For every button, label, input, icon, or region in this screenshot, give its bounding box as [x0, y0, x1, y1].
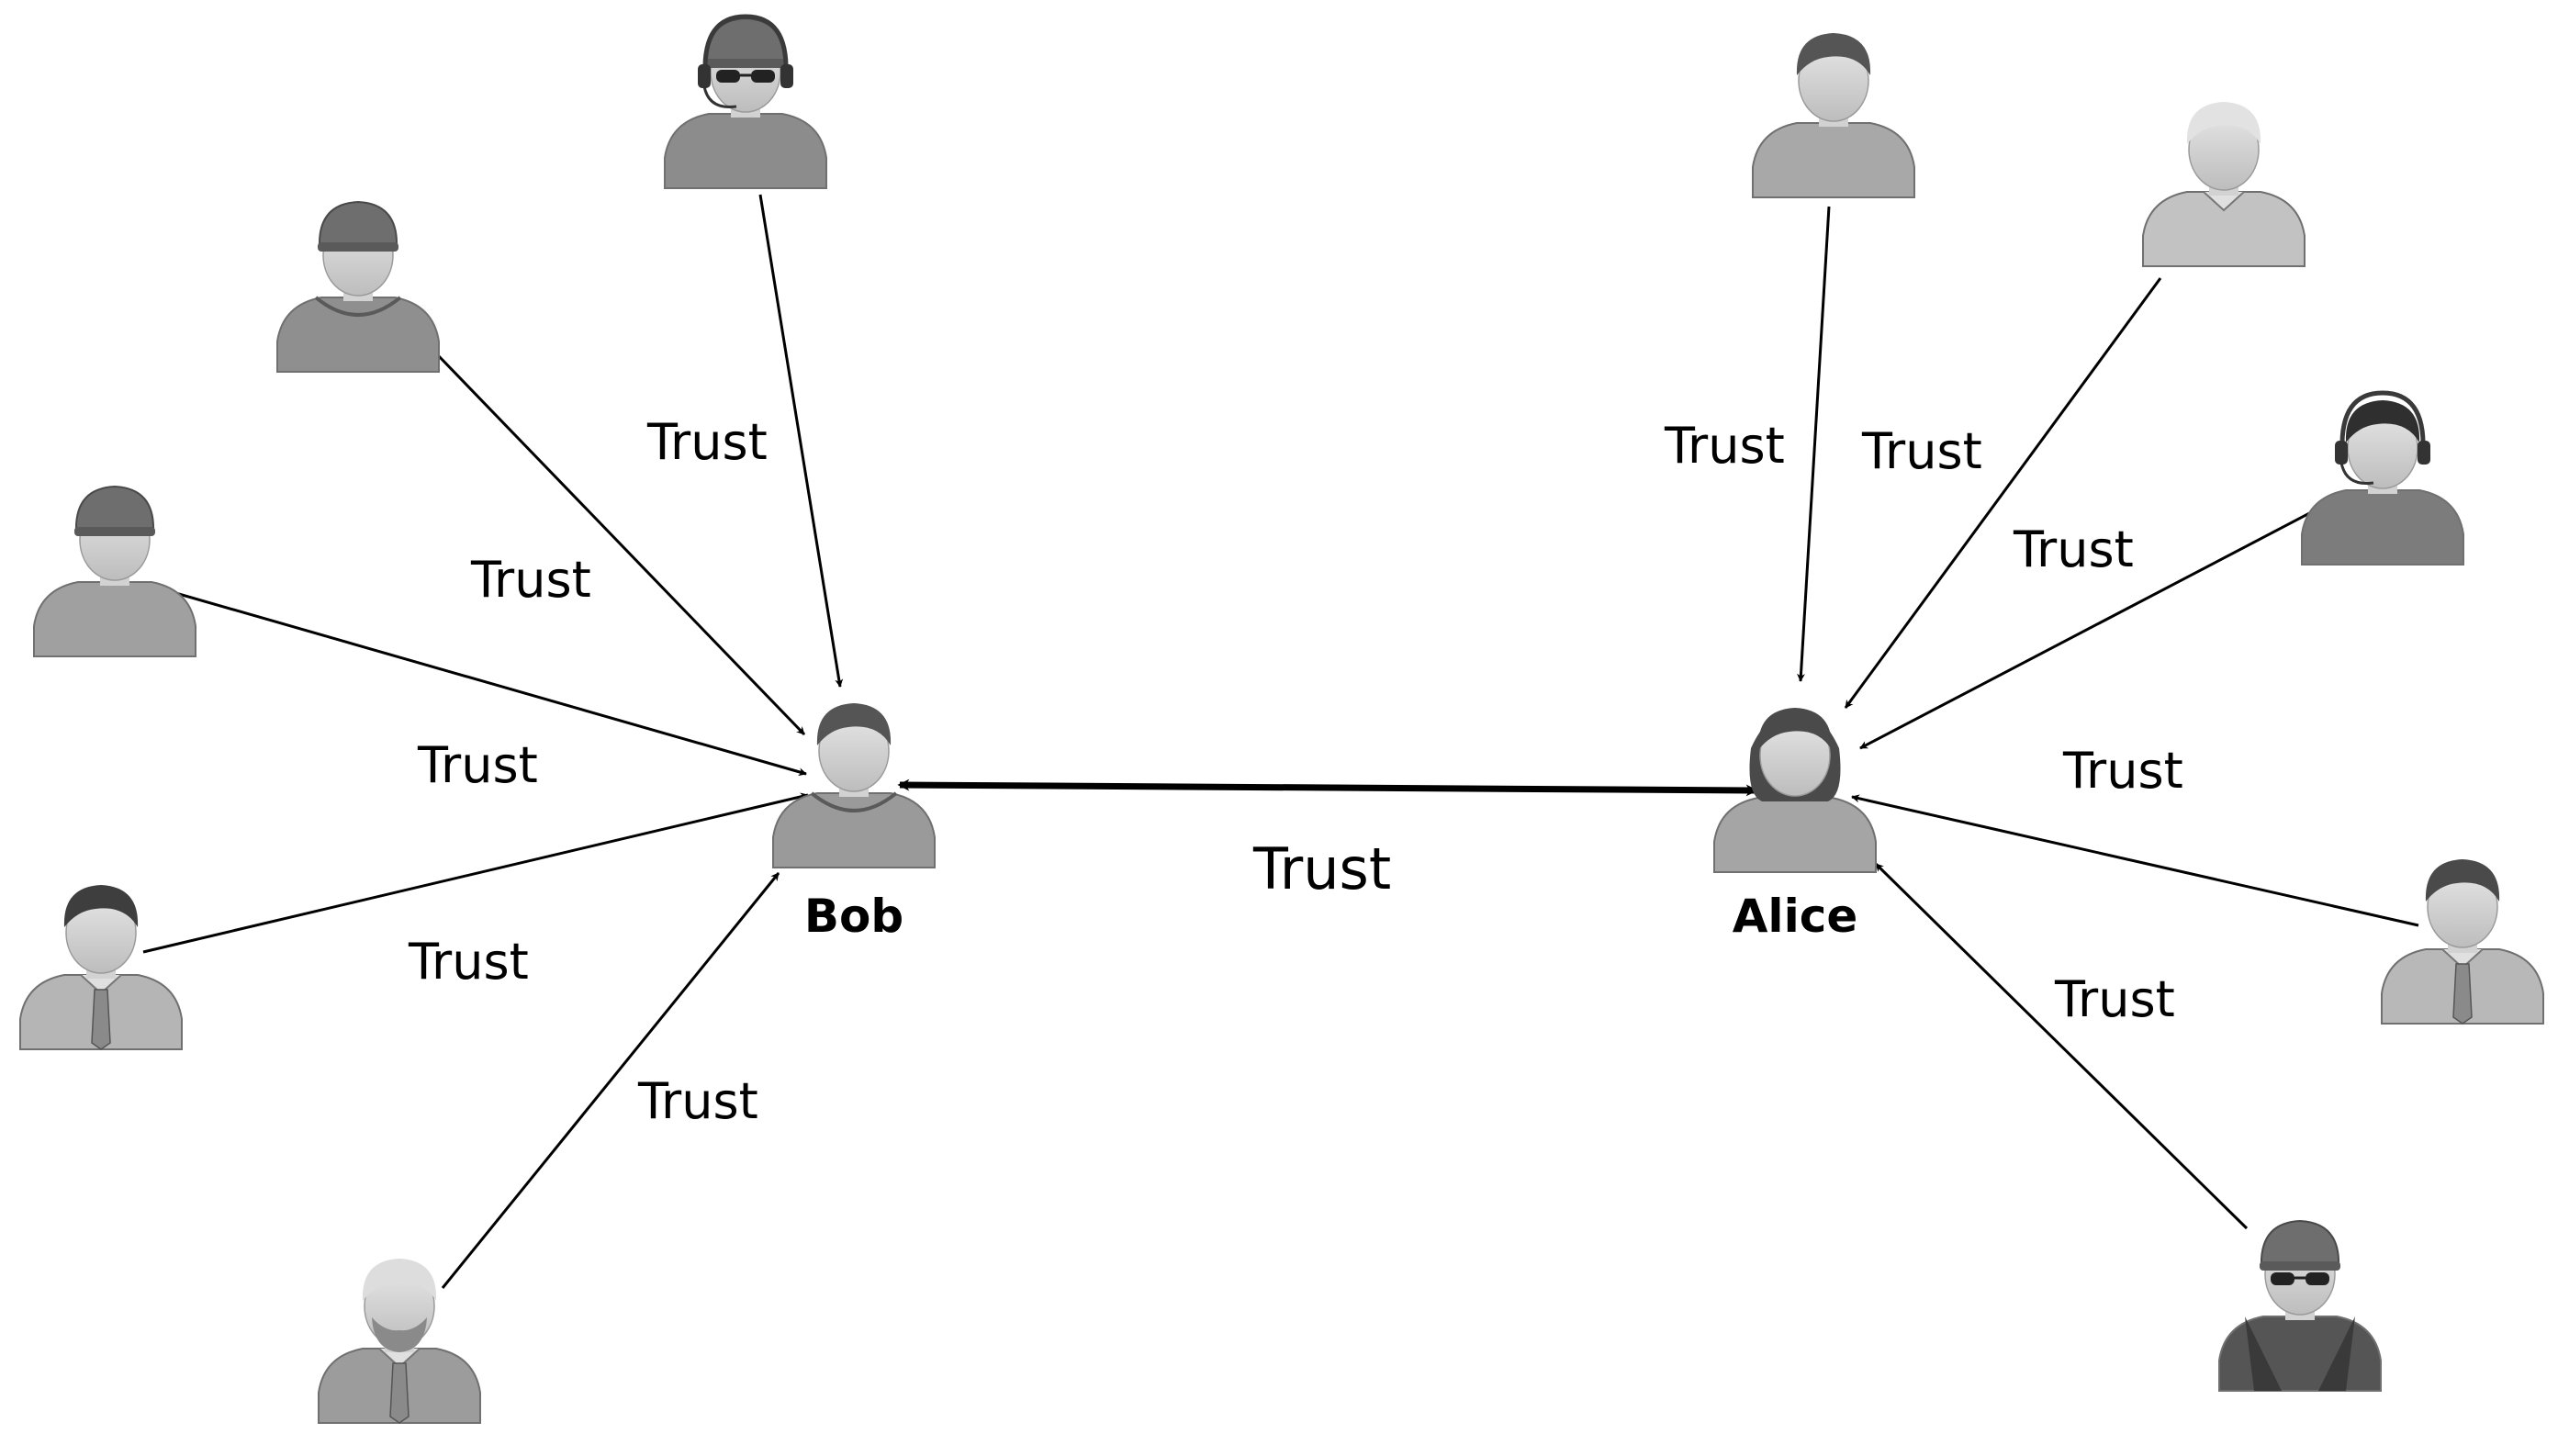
edge-truster-5-to-bob — [441, 872, 780, 1289]
sunglasses-left-icon — [2271, 1272, 2294, 1285]
tie-icon — [2452, 963, 2473, 1025]
avatar-truster-5[interactable] — [318, 1259, 481, 1424]
avatar-truster-8[interactable] — [2301, 390, 2464, 566]
person-body-icon — [276, 297, 440, 373]
name-label-bob: Bob — [804, 890, 903, 943]
hood-icon — [810, 791, 898, 812]
headset-earpiece-icon — [780, 64, 793, 88]
edge-truster-6-to-alice — [1796, 206, 1831, 682]
sunglasses-left-icon — [716, 70, 740, 83]
avatar-truster-6[interactable] — [1752, 33, 1915, 198]
avatar-alice[interactable] — [1713, 708, 1877, 873]
person-body-icon — [1752, 122, 1915, 198]
avatar-truster-9[interactable] — [2381, 859, 2544, 1025]
sunglasses-right-icon — [2306, 1272, 2329, 1285]
edge-bob-alice-mutual — [897, 778, 1758, 797]
edge-truster-10-to-alice — [1874, 862, 2249, 1230]
edge-label-t1-bob: Trust — [646, 413, 768, 471]
hair-icon — [1796, 33, 1871, 75]
edge-truster-1-to-bob — [758, 194, 844, 688]
hat-icon — [318, 200, 398, 249]
sunglasses-right-icon — [751, 70, 775, 83]
tie-icon — [91, 989, 111, 1050]
headset-mic-icon — [702, 85, 737, 109]
avatar-truster-10[interactable] — [2218, 1219, 2382, 1392]
avatar-truster-7[interactable] — [2142, 102, 2306, 267]
hair-icon — [2425, 859, 2500, 902]
headset-band-icon — [702, 14, 789, 74]
hat-icon — [2260, 1219, 2340, 1268]
avatar-bob[interactable] — [772, 703, 936, 868]
person-body-icon — [1713, 797, 1877, 873]
name-label-alice: Alice — [1733, 890, 1858, 943]
edge-truster-3-to-bob — [146, 583, 807, 777]
headset-band-icon — [2339, 390, 2426, 451]
person-body-icon — [2142, 191, 2306, 267]
hair-icon — [816, 703, 892, 745]
headset-earpiece-icon — [698, 64, 711, 88]
edge-label-t9-alice: Trust — [2062, 742, 2183, 800]
collar-icon — [2203, 191, 2245, 212]
headset-mic-icon — [2339, 462, 2374, 486]
people — [19, 14, 2544, 1424]
edge-label-t3-bob: Trust — [417, 736, 538, 794]
hat-brim-icon — [705, 59, 786, 68]
hair-icon — [362, 1259, 437, 1301]
hair-icon — [2186, 102, 2261, 144]
person-body-icon — [2301, 489, 2464, 566]
hat-icon — [74, 485, 155, 533]
avatar-truster-2[interactable] — [276, 200, 440, 373]
hat-brim-icon — [318, 242, 398, 252]
hair-icon — [63, 885, 139, 927]
edge-label-t7-alice: Trust — [1861, 422, 1982, 480]
edge-truster-8-to-alice — [1859, 497, 2339, 750]
edge-label-t5-bob: Trust — [637, 1072, 758, 1130]
hair-icon — [1757, 708, 1833, 750]
hat-brim-icon — [2260, 1261, 2340, 1271]
hat-brim-icon — [74, 527, 155, 536]
headset-earpiece-icon — [2418, 441, 2430, 465]
edge-label-t8-alice: Trust — [2013, 521, 2134, 578]
edge-truster-2-to-bob — [437, 354, 806, 736]
hood-icon — [314, 296, 402, 317]
edge-label-t6-alice: Trust — [1664, 417, 1785, 475]
edge-truster-9-to-alice — [1851, 794, 2419, 927]
tie-icon — [389, 1362, 410, 1424]
edge-truster-4-to-bob — [142, 792, 809, 954]
avatar-truster-3[interactable] — [33, 485, 196, 657]
trust-edges — [142, 194, 2419, 1289]
headset-earpiece-icon — [2335, 441, 2348, 465]
hair-icon — [2345, 400, 2420, 442]
edge-label-t4-bob: Trust — [408, 933, 529, 991]
edge-label-bob-alice: Trust — [1252, 835, 1391, 902]
person-body-icon — [2218, 1316, 2382, 1392]
avatar-truster-4[interactable] — [19, 885, 183, 1050]
person-body-icon — [33, 581, 196, 657]
person-body-icon — [772, 792, 936, 868]
beard-icon — [372, 1317, 427, 1352]
coat-collar-icon — [2245, 1316, 2355, 1391]
edge-labels: Trust Trust Trust Trust Trust Trust Trus… — [408, 413, 2183, 1130]
edge-truster-7-to-alice — [1844, 277, 2162, 709]
edge-label-t10-alice: Trust — [2054, 970, 2175, 1028]
avatar-truster-1[interactable] — [664, 14, 827, 189]
person-body-icon — [664, 113, 827, 189]
edge-label-t2-bob: Trust — [470, 551, 591, 609]
